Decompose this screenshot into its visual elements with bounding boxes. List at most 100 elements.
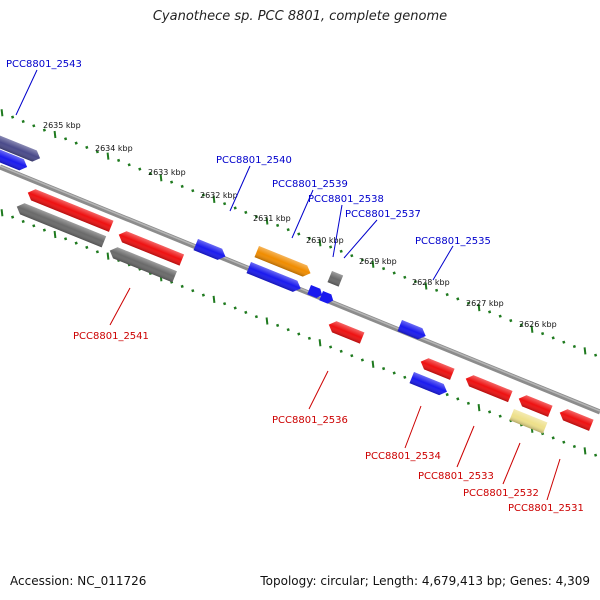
gene-arrow-2543-blue[interactable]	[0, 148, 29, 173]
gene-label-2531[interactable]: PCC8801_2531	[508, 503, 584, 514]
scale-tick	[498, 414, 502, 418]
gene-arrow-2540[interactable]	[193, 239, 228, 262]
scale-tick	[32, 224, 36, 228]
scale-tick	[329, 345, 333, 349]
scale-tick	[21, 219, 25, 224]
gene-label-2540[interactable]: PCC8801_2540	[216, 155, 292, 166]
scale-tick	[392, 271, 396, 275]
gene-arrow-2539-orange[interactable]	[254, 246, 313, 279]
scale-tick	[106, 152, 110, 160]
scale-labels: 2635 kbp 2634 kbp 2633 kbp 2632 kbp 2631…	[43, 121, 557, 329]
scale-tick	[53, 230, 57, 239]
scale-tick	[360, 358, 364, 362]
scale-tick	[42, 228, 46, 232]
accession-text: Accession: NC_011726	[10, 574, 147, 588]
scale-tick	[265, 217, 269, 225]
gene-arrow-2536[interactable]	[327, 319, 365, 344]
scale-tick	[488, 410, 492, 414]
scale-tick	[572, 344, 576, 349]
scale-label: 2627 kbp	[466, 299, 504, 308]
gene-arrow-2534-blue[interactable]	[409, 372, 450, 397]
scale-tick	[413, 280, 417, 284]
gene-label-2536[interactable]: PCC8801_2536	[272, 415, 348, 426]
scale-tick	[180, 184, 184, 188]
gene-arrow-2539-blue[interactable]	[246, 262, 303, 294]
gene-arrow-2541-gray-a[interactable]	[15, 201, 107, 248]
scale-tick	[445, 293, 449, 297]
gene-arrow-2541-red-a[interactable]	[26, 187, 114, 232]
gene-arrow-2541-red-b[interactable]	[117, 229, 185, 266]
gene-label-2533[interactable]: PCC8801_2533	[418, 471, 494, 482]
gene-label-2534[interactable]: PCC8801_2534	[365, 451, 441, 462]
gene-features	[0, 134, 594, 434]
gene-arrow-2535[interactable]	[397, 320, 428, 342]
scale-tick	[466, 301, 470, 305]
scale-tick	[191, 289, 195, 293]
scale-tick	[265, 317, 269, 325]
scale-tick	[551, 436, 555, 440]
scale-label: 2632 kbp	[200, 191, 238, 200]
scale-label: 2633 kbp	[148, 168, 186, 177]
scale-tick	[498, 314, 502, 318]
scale-tick	[519, 323, 523, 327]
scale-tick	[445, 393, 449, 397]
scale-tick	[329, 245, 333, 249]
scale-tick	[0, 209, 4, 217]
scale-tick	[424, 282, 428, 290]
scale-tick	[201, 193, 205, 197]
scale-tick	[74, 141, 78, 145]
scale-tick	[32, 124, 36, 128]
genome-summary-text: Topology: circular; Length: 4,679,413 bp…	[260, 574, 590, 588]
scale-tick	[530, 325, 534, 333]
scale-tick	[64, 237, 68, 241]
gene-arrow-2531[interactable]	[558, 407, 594, 431]
gene-label-2538[interactable]: PCC8801_2538	[308, 194, 384, 205]
scale-tick	[456, 397, 460, 401]
gene-label-2535[interactable]: PCC8801_2535	[415, 236, 491, 247]
scale-tick	[488, 310, 492, 314]
scale-tick	[551, 336, 555, 340]
scale-tick	[64, 137, 68, 141]
genome-backbone	[0, 164, 600, 415]
gene-arrow-2534-red[interactable]	[419, 356, 455, 380]
scale-tick	[159, 174, 163, 182]
scale-tick	[477, 303, 481, 312]
scale-tick	[307, 336, 311, 340]
scale-tick	[466, 401, 470, 405]
scale-tick	[382, 267, 386, 271]
scale-tick	[85, 145, 89, 149]
scale-tick	[594, 353, 598, 357]
scale-tick	[583, 447, 587, 455]
scale-tick	[254, 315, 258, 319]
gene-box-2537[interactable]	[327, 271, 344, 287]
scale-tick	[286, 228, 290, 232]
gene-arrow-2538b[interactable]	[319, 291, 335, 305]
scale-label: 2628 kbp	[412, 278, 450, 287]
scale-tick	[244, 210, 248, 214]
gene-label-2532[interactable]: PCC8801_2532	[463, 488, 539, 499]
scale-tick	[180, 284, 184, 288]
scale-tick	[106, 252, 110, 260]
scale-tick	[95, 250, 99, 254]
gene-arrow-2543-slate[interactable]	[0, 134, 42, 164]
scale-tick	[392, 371, 396, 375]
scale-tick	[201, 293, 205, 297]
gene-arrow-2532-red[interactable]	[517, 393, 553, 417]
gene-arrow-2533[interactable]	[464, 373, 513, 403]
scale-tick	[307, 236, 311, 240]
gene-label-2537[interactable]: PCC8801_2537	[345, 209, 421, 220]
gene-arrow-2538[interactable]	[307, 285, 324, 300]
gene-arrow-2541-gray-b[interactable]	[108, 245, 177, 283]
scale-tick	[371, 360, 375, 368]
gene-label-2543[interactable]: PCC8801_2543	[6, 59, 82, 70]
gene-label-2539[interactable]: PCC8801_2539	[272, 179, 348, 190]
gene-label-2541[interactable]: PCC8801_2541	[73, 331, 149, 342]
scale-tick	[223, 202, 227, 206]
scale-tick	[276, 223, 280, 227]
scale-tick	[360, 258, 364, 262]
scale-tick	[11, 215, 15, 219]
scale-tick	[541, 332, 545, 336]
scale-tick	[318, 239, 322, 247]
gene-box-2532-khaki[interactable]	[509, 409, 548, 434]
